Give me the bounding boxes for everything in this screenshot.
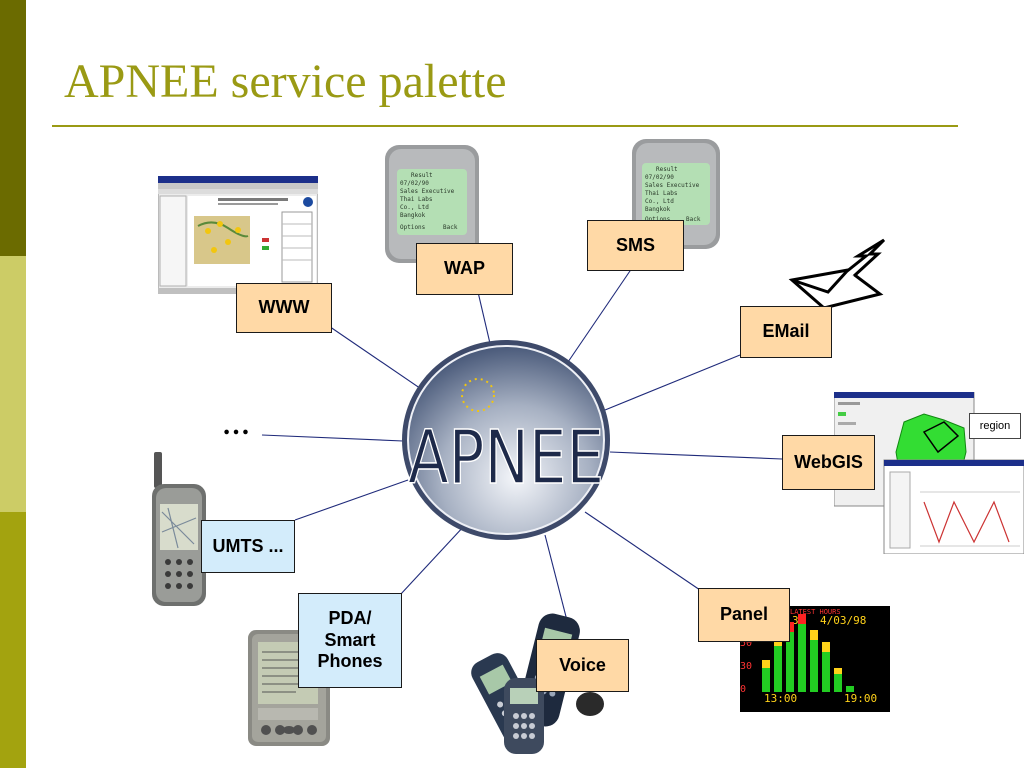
service-label-webgis: WebGIS bbox=[782, 435, 875, 490]
service-label-sms: SMS bbox=[587, 220, 684, 271]
svg-text:Back: Back bbox=[686, 216, 701, 223]
service-label-panel: Panel bbox=[698, 588, 790, 642]
sidebar-segment-mid bbox=[0, 512, 26, 768]
webgis-region-callout: region bbox=[969, 413, 1021, 439]
panel-header: LATEST HOURS bbox=[790, 608, 841, 616]
panel-bar-top bbox=[786, 622, 794, 632]
line-umts bbox=[294, 479, 409, 521]
line-sms bbox=[567, 267, 633, 363]
service-label-voice: Voice bbox=[536, 639, 629, 692]
panel-bar bbox=[774, 646, 782, 692]
line-panel bbox=[584, 511, 701, 591]
service-label-www: WWW bbox=[236, 283, 332, 333]
umts-phone-image bbox=[152, 452, 206, 606]
panel-bar-top bbox=[810, 630, 818, 640]
slide-title: APNEE service palette bbox=[64, 55, 507, 108]
line-more bbox=[261, 434, 404, 442]
svg-text:Result: Result bbox=[656, 166, 678, 173]
apnee-logo-text: APNEE bbox=[408, 415, 604, 501]
svg-text:Options: Options bbox=[645, 216, 671, 223]
email-envelope-icon bbox=[788, 238, 886, 310]
panel-date: 4/03/98 bbox=[820, 614, 866, 627]
service-label-wap: WAP bbox=[416, 243, 513, 295]
service-label-email: EMail bbox=[740, 306, 832, 358]
more-services-ellipsis: … bbox=[222, 410, 252, 441]
line-www bbox=[319, 319, 431, 396]
service-label-pda: PDA/ Smart Phones bbox=[298, 593, 402, 688]
sidebar-segment-light bbox=[0, 256, 26, 512]
svg-text:Bangkok: Bangkok bbox=[645, 206, 671, 213]
service-label-umts: UMTS ... bbox=[201, 520, 295, 573]
webgis-screenshot-image bbox=[834, 392, 1024, 554]
svg-text:07/02/90: 07/02/90 bbox=[645, 174, 674, 181]
sidebar-segment-dark bbox=[0, 0, 26, 256]
panel-bar bbox=[834, 674, 842, 692]
panel-axis-0: 0 bbox=[740, 684, 746, 695]
title-underline bbox=[52, 125, 958, 127]
panel-bar-top bbox=[798, 614, 806, 624]
panel-bar bbox=[846, 686, 854, 692]
wap-phone-image: Result 07/02/90 Sales Executive Thai Lab… bbox=[385, 145, 479, 263]
line-webgis bbox=[609, 451, 783, 460]
www-screenshot-image bbox=[158, 176, 318, 294]
svg-text:Sales Executive: Sales Executive bbox=[645, 182, 700, 189]
panel-bar bbox=[798, 624, 806, 692]
svg-text:Co., Ltd: Co., Ltd bbox=[400, 204, 429, 211]
panel-bar-top bbox=[762, 660, 770, 668]
panel-axis-30: 30 bbox=[740, 661, 752, 672]
svg-text:Sales Executive: Sales Executive bbox=[400, 188, 455, 195]
panel-axis-50: 50 bbox=[740, 638, 752, 649]
svg-text:Result: Result bbox=[411, 172, 433, 179]
svg-text:Options: Options bbox=[400, 224, 426, 231]
svg-text:Back: Back bbox=[443, 224, 458, 231]
svg-text:Thai Labs: Thai Labs bbox=[645, 190, 678, 197]
panel-bar bbox=[810, 640, 818, 692]
panel-bar bbox=[822, 652, 830, 692]
panel-time-start: 13:00 bbox=[764, 692, 797, 705]
sidebar-strip bbox=[0, 0, 26, 768]
panel-bar bbox=[762, 668, 770, 692]
panel-bar-top bbox=[774, 638, 782, 646]
panel-bar-top bbox=[834, 668, 842, 674]
panel-bar bbox=[786, 632, 794, 692]
line-pda bbox=[399, 524, 466, 596]
svg-text:Co., Ltd: Co., Ltd bbox=[645, 198, 674, 205]
svg-text:Bangkok: Bangkok bbox=[400, 212, 426, 219]
svg-text:Thai Labs: Thai Labs bbox=[400, 196, 433, 203]
svg-text:07/02/90: 07/02/90 bbox=[400, 180, 429, 187]
apnee-logo: APNEE bbox=[402, 340, 610, 540]
panel-time-end: 19:00 bbox=[844, 692, 877, 705]
line-email bbox=[604, 354, 741, 411]
panel-bar-top bbox=[822, 642, 830, 652]
